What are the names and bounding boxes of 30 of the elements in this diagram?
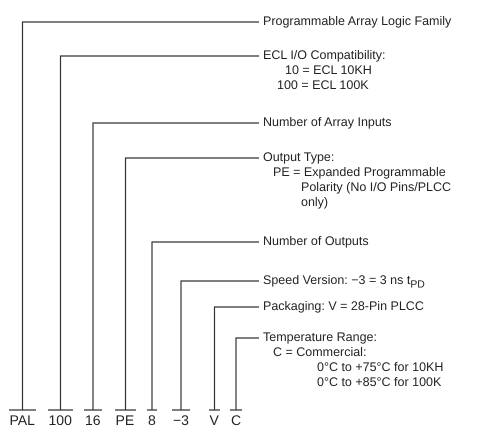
leader-line: [83, 122, 260, 411]
field-heading: ECL I/O Compatibility:: [263, 48, 386, 63]
family-label: Programmable Array Logic Family: [263, 14, 452, 29]
description-label: Number of Outputs: [263, 234, 369, 249]
code-option: C = Commercial:: [273, 345, 444, 360]
speed-version-label: Speed Version: −3 = 3 ns t$_{PD}$: [263, 273, 425, 292]
part-code: V: [210, 412, 219, 428]
code-option: 10 = ECL 10KH: [285, 63, 386, 78]
part-code: PAL: [10, 412, 35, 428]
leader-line: [47, 55, 260, 411]
part-code: PE: [116, 412, 134, 428]
part-code: −3: [173, 412, 189, 428]
part-code: 8: [148, 412, 156, 428]
field-heading: Output Type:: [263, 150, 336, 165]
code-option: PE = Expanded Programmable Polarity (No I/O Pins/PLCC only): [263, 165, 481, 210]
leader-line: [146, 241, 260, 411]
temperature-range: 0°C to +75°C for 10KH: [317, 360, 444, 375]
description-label: Number of Array Inputs: [263, 115, 392, 130]
leader-line: [114, 157, 260, 411]
packaging-label: Packaging: V = 28-Pin PLCC: [263, 299, 424, 314]
part-code: 16: [85, 412, 101, 428]
code-option: 100 = ECL 100K: [277, 78, 386, 93]
leader-line: [208, 306, 260, 411]
temperature-range: 0°C to +85°C for 100K: [317, 375, 442, 390]
field-heading: Temperature Range:: [263, 330, 378, 345]
part-code: 100: [48, 412, 72, 428]
part-code: C: [231, 412, 242, 428]
leader-line: [8, 21, 260, 411]
leader-line: [229, 337, 260, 411]
leader-line: [171, 280, 260, 411]
